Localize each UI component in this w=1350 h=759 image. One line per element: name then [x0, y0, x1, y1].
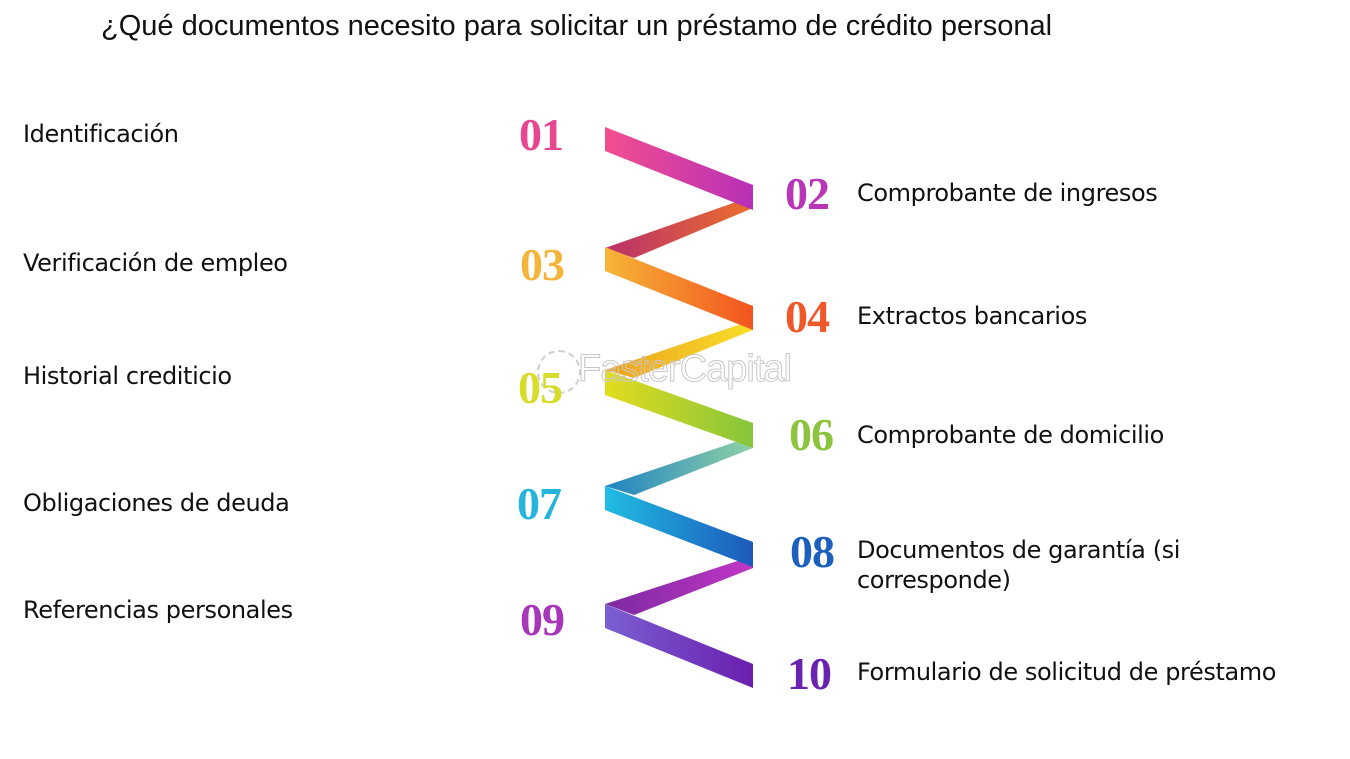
ribbon-segment — [605, 127, 753, 210]
ribbon-segment — [605, 370, 753, 448]
item-number-08: 08 — [790, 526, 835, 577]
item-label-02: Comprobante de ingresos — [857, 179, 1158, 207]
ribbon-segment — [605, 320, 753, 378]
item-number-07: 07 — [517, 478, 562, 529]
item-label-09: Referencias personales — [23, 596, 293, 624]
item-number-03: 03 — [520, 239, 565, 290]
ribbon-segment — [605, 196, 753, 258]
item-label-08: Documentos de garantía (si corresponde) — [857, 536, 1181, 594]
item-number-10: 10 — [787, 648, 832, 699]
page-title: ¿Qué documentos necesito para solicitar … — [101, 10, 1053, 42]
item-label-07: Obligaciones de deuda — [23, 489, 290, 517]
item-number-09: 09 — [520, 594, 565, 645]
item-number-04: 04 — [785, 291, 830, 342]
item-label-04: Extractos bancarios — [857, 302, 1087, 330]
item-label-03: Verificación de empleo — [23, 249, 288, 277]
ribbon-segment — [605, 436, 753, 495]
item-label-05: Historial crediticio — [23, 362, 232, 390]
ribbon-segment — [605, 604, 753, 688]
gear-icon — [537, 350, 581, 394]
item-number-02: 02 — [785, 168, 830, 219]
item-number-06: 06 — [789, 409, 834, 460]
watermark: FasterCapital — [578, 348, 793, 391]
item-number-05: 05 — [518, 362, 563, 413]
ribbon-segment — [605, 247, 753, 330]
item-label-06: Comprobante de domicilio — [857, 421, 1164, 449]
ribbon-segment — [605, 556, 753, 615]
item-number-01: 01 — [519, 109, 564, 160]
item-label-01: Identificación — [23, 120, 179, 148]
ribbon-segment — [605, 486, 753, 567]
item-label-10: Formulario de solicitud de préstamo — [857, 658, 1277, 686]
